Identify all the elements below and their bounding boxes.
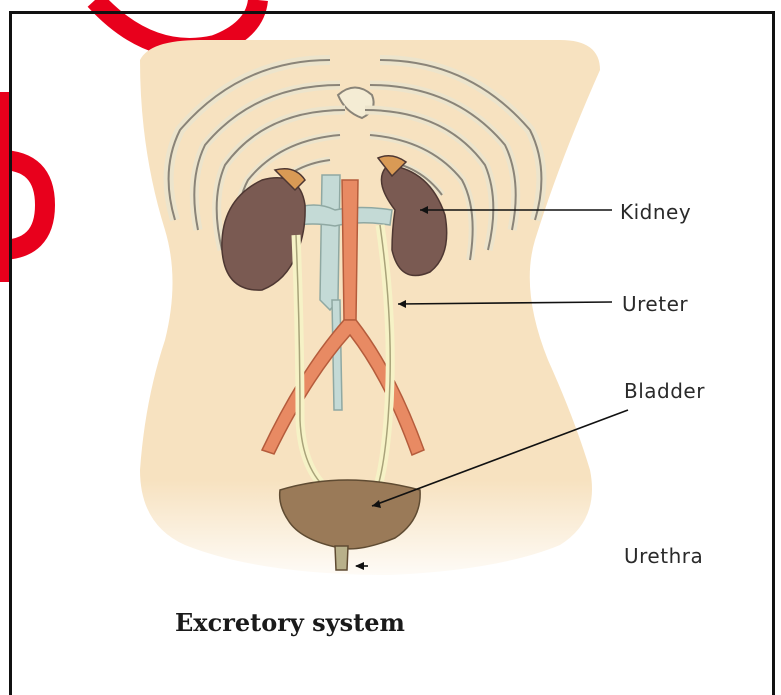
ureter-label: Ureter [622, 292, 688, 316]
figure-caption: Excretory system [175, 608, 405, 637]
kidney-label: Kidney [620, 200, 691, 224]
bladder-label: Bladder [624, 379, 705, 403]
urethra-label: Urethra [624, 544, 703, 568]
figure-border [9, 11, 775, 695]
